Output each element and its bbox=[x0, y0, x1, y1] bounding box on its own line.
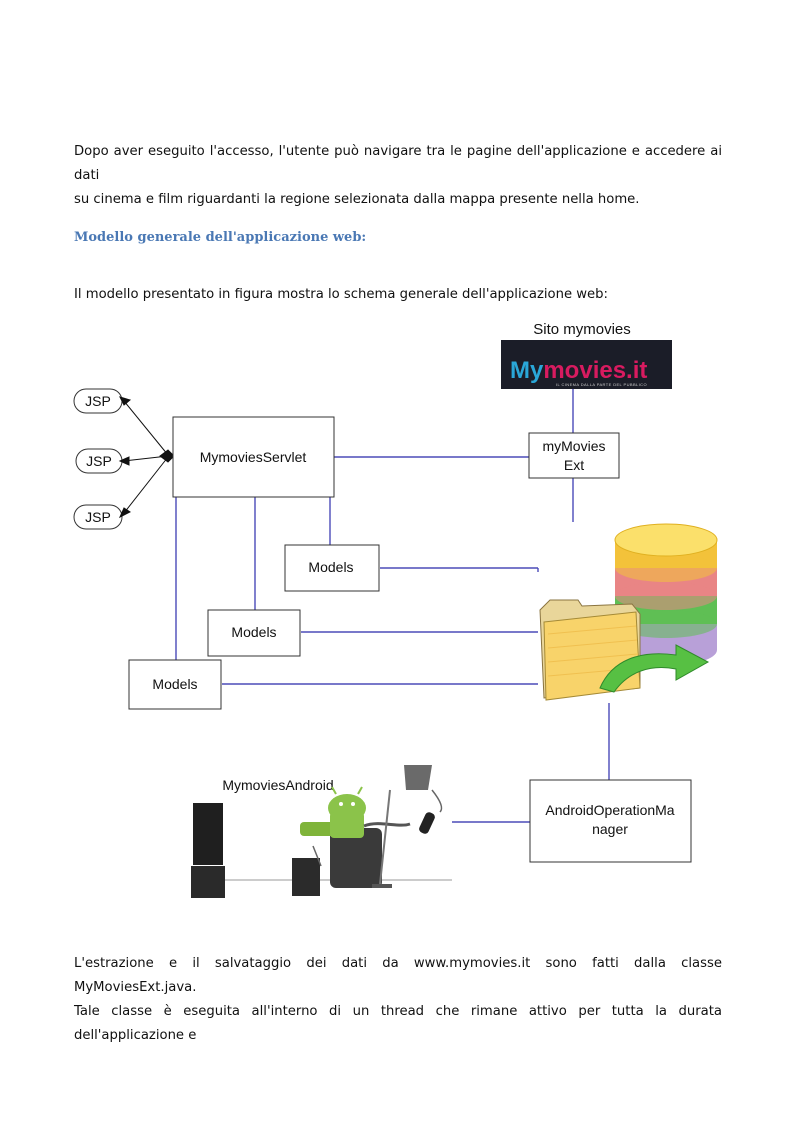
logo-tagline: IL CINEMA DALLA PARTE DEL PUBBLICO bbox=[556, 382, 647, 387]
jsp-3-label: JSP bbox=[85, 509, 111, 525]
folder-icon bbox=[539, 599, 641, 701]
ext-box: myMovies Ext bbox=[528, 432, 620, 479]
outro-paragraph: L'estrazione e il salvataggio dei dati d… bbox=[74, 952, 722, 1048]
models-2-label: Models bbox=[231, 624, 276, 640]
ext-label-1: myMovies bbox=[542, 438, 605, 454]
jsp-arrows bbox=[118, 396, 175, 519]
android-manager-label-1: AndroidOperationMa bbox=[545, 802, 674, 818]
jsp-1-label: JSP bbox=[85, 393, 111, 409]
android-title: MymoviesAndroid bbox=[222, 777, 333, 793]
logo-suffix: movies.it bbox=[543, 357, 647, 384]
jsp-2: JSP bbox=[75, 448, 123, 474]
android-scene-illustration bbox=[191, 765, 452, 898]
figure-intro-line: Il modello presentato in figura mostra l… bbox=[74, 287, 608, 302]
figure-intro-paragraph: Il modello presentato in figura mostra l… bbox=[74, 283, 722, 307]
models-box-2: Models bbox=[207, 609, 301, 657]
logo-prefix: My bbox=[510, 357, 544, 384]
section-heading: Modello generale dell'applicazione web: bbox=[74, 230, 367, 245]
jsp-1: JSP bbox=[73, 388, 123, 414]
mymovies-logo: Mymovies.it IL CINEMA DALLA PARTE DEL PU… bbox=[501, 340, 672, 389]
android-manager-label-2: nager bbox=[592, 821, 628, 837]
sync-arrow-icon bbox=[599, 644, 710, 693]
android-manager-box: AndroidOperationMa nager bbox=[529, 779, 692, 863]
intro-line-2: su cinema e film riguardanti la regione … bbox=[74, 192, 640, 207]
models-box-3: Models bbox=[128, 659, 222, 710]
models-3-label: Models bbox=[152, 676, 197, 692]
servlet-label: MymoviesServlet bbox=[200, 449, 307, 465]
intro-paragraph: Dopo aver eseguito l'accesso, l'utente p… bbox=[74, 140, 722, 212]
servlet-box: MymoviesServlet bbox=[172, 416, 335, 498]
outro-line-1: L'estrazione e il salvataggio dei dati d… bbox=[74, 956, 722, 995]
models-box-1: Models bbox=[284, 544, 380, 592]
svg-text:Mymovies.it: Mymovies.it bbox=[510, 357, 647, 384]
jsp-2-label: JSP bbox=[86, 453, 112, 469]
ext-label-2: Ext bbox=[564, 457, 584, 473]
models-1-label: Models bbox=[308, 559, 353, 575]
jsp-3: JSP bbox=[73, 504, 123, 530]
intro-line-1: Dopo aver eseguito l'accesso, l'utente p… bbox=[74, 144, 722, 183]
connector-lines bbox=[175, 389, 610, 823]
site-title: Sito mymovies bbox=[533, 321, 631, 338]
outro-line-2: Tale classe è eseguita all'interno di un… bbox=[74, 1004, 722, 1043]
